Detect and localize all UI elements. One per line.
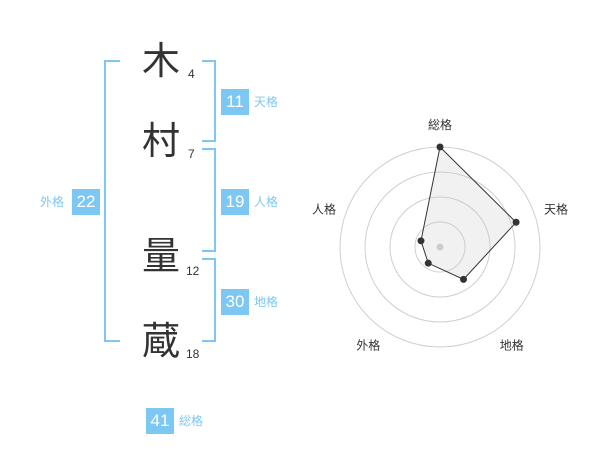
chikaku-value-badge: 30 xyxy=(221,289,249,315)
jinkaku-bracket xyxy=(202,148,216,252)
gaikaku-bracket xyxy=(104,60,120,342)
stroke-count-2: 7 xyxy=(188,147,195,161)
radar-point-5 xyxy=(417,237,425,245)
soukaku-label: 総格 xyxy=(179,414,204,428)
radar-ring xyxy=(364,171,516,323)
tenkaku-bracket xyxy=(202,60,216,142)
name-char-2: 村 xyxy=(142,119,181,163)
chikaku-label: 地格 xyxy=(254,295,279,309)
soukaku-value-badge: 41 xyxy=(146,408,174,434)
chikaku-bracket xyxy=(202,258,216,342)
radar-point-1 xyxy=(436,143,444,151)
gaikaku-label: 外格 xyxy=(40,195,65,209)
stroke-count-3: 12 xyxy=(186,264,200,278)
name-char-3: 量 xyxy=(142,234,181,278)
stroke-count-4: 18 xyxy=(186,347,200,361)
tenkaku-value-badge: 11 xyxy=(221,89,249,115)
radar-point-3 xyxy=(460,275,468,283)
radar-axis-label-4: 外格 xyxy=(356,338,380,353)
radar-center-dot xyxy=(436,243,444,251)
radar-point-4 xyxy=(424,259,432,267)
stroke-count-1: 4 xyxy=(188,67,195,81)
radar-value-polygon xyxy=(420,145,517,280)
radar-ring xyxy=(414,221,466,273)
radar-point-2 xyxy=(512,218,520,226)
radar-axis-label-2: 天格 xyxy=(544,201,568,216)
radar-axis-label-1: 総格 xyxy=(428,117,452,132)
name-char-1: 木 xyxy=(142,39,181,83)
jinkaku-value-badge: 19 xyxy=(221,189,249,215)
radar-ring xyxy=(389,196,491,298)
radar-axis-label-5: 人格 xyxy=(312,201,336,216)
tenkaku-label: 天格 xyxy=(254,95,279,109)
radar-axis-label-3: 地格 xyxy=(500,338,524,353)
jinkaku-label: 人格 xyxy=(254,195,279,209)
gaikaku-value-badge: 22 xyxy=(72,189,100,215)
name-char-4: 蔵 xyxy=(142,319,181,363)
